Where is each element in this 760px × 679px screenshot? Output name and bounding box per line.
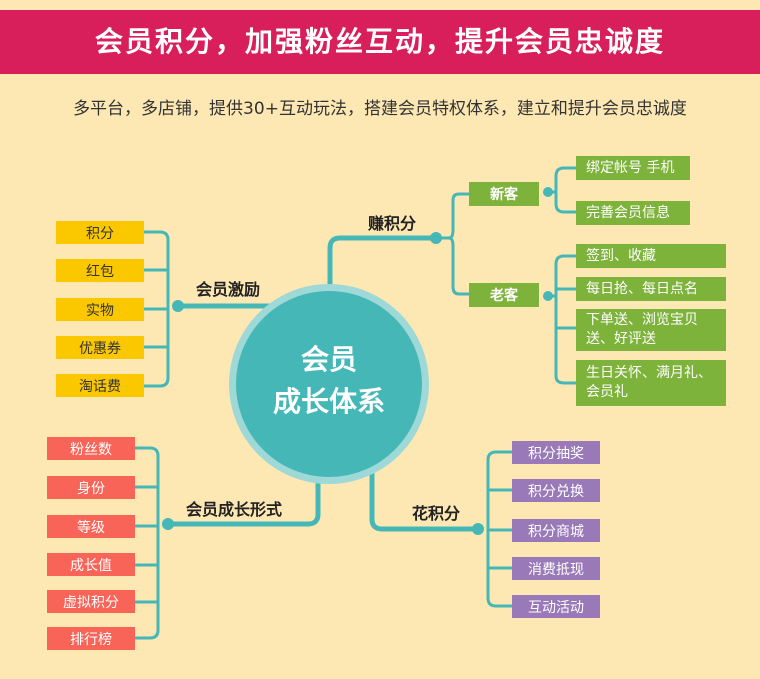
- page-subtitle: 多平台，多店铺，提供30+互动玩法，搭建会员特权体系，建立和提升会员忠诚度: [73, 99, 687, 119]
- branch-label-earn: 赚积分: [368, 214, 417, 233]
- incentive-item: 积分: [56, 221, 144, 244]
- spend-item: 积分抽奖: [512, 441, 600, 464]
- growth-item: 虚拟积分: [47, 590, 135, 613]
- growth-item: 等级: [47, 515, 135, 538]
- old-customer-item: 签到、收藏: [576, 244, 726, 268]
- old-customer-item: 每日抢、每日点名: [576, 277, 726, 301]
- new-customer-node: 新客: [469, 182, 539, 206]
- new-customer-item: 绑定帐号 手机: [576, 156, 690, 180]
- branch-label-growth: 会员成长形式: [186, 500, 283, 519]
- growth-item: 成长值: [47, 553, 135, 576]
- spend-item: 互动活动: [512, 595, 600, 618]
- old-customer-node: 老客: [469, 283, 539, 307]
- incentive-item: 实物: [56, 298, 144, 321]
- new-customer-item: 完善会员信息: [576, 201, 690, 225]
- growth-item: 身份: [47, 476, 135, 499]
- spend-item: 积分兑换: [512, 479, 600, 502]
- incentive-item: 淘话费: [56, 374, 144, 397]
- branch-label-spend: 花积分: [412, 504, 461, 523]
- old-customer-item: 生日关怀、满月礼、会员礼: [576, 360, 726, 406]
- branch-label-incentive: 会员激励: [196, 280, 261, 299]
- center-line-2: 成长体系: [272, 385, 385, 418]
- incentive-item: 优惠券: [56, 336, 144, 359]
- incentive-item: 红包: [56, 259, 144, 282]
- spend-item: 积分商城: [512, 519, 600, 542]
- growth-item: 粉丝数: [47, 437, 135, 460]
- center-line-1: 会员: [300, 343, 357, 376]
- old-customer-item: 下单送、浏览宝贝送、好评送: [576, 309, 726, 351]
- growth-item: 排行榜: [47, 627, 135, 650]
- center-node: 会员 成长体系: [236, 291, 422, 477]
- spend-item: 消费抵现: [512, 557, 600, 580]
- header-banner: 会员积分，加强粉丝互动，提升会员忠诚度: [0, 10, 760, 74]
- page-title: 会员积分，加强粉丝互动，提升会员忠诚度: [94, 25, 665, 58]
